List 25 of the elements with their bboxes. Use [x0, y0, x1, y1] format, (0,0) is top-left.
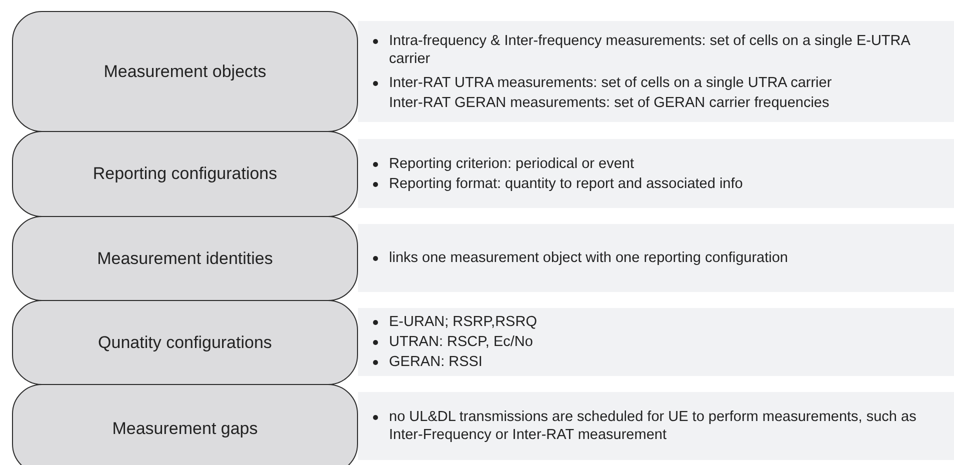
description-panel: [358, 21, 954, 122]
category-label: Measurement objects: [104, 62, 266, 82]
category-box: [12, 216, 358, 301]
bullet-text: Intra-frequency & Inter-frequency measurements: set of cells on a single E-UTRA carrier: [389, 32, 910, 66]
bullet-text: Inter-RAT UTRA measurements: set of cells on a single UTRA carrier: [389, 74, 832, 90]
description-panel: [358, 308, 954, 376]
description-panel: [358, 224, 954, 292]
category-box: [12, 11, 358, 132]
description-panel: [358, 392, 954, 460]
category-label: Reporting configurations: [92, 164, 278, 184]
description-panel: [358, 139, 954, 208]
bullet-text: UTRAN: RSCP, Ec/No: [389, 334, 533, 350]
bullet-text: no UL&DL transmissions are scheduled for UE to perform measurements, such as Inter-Frequency or Inter-RAT measurement: [389, 409, 916, 443]
category-label: Measurement gaps: [112, 419, 258, 439]
bullet-text: Reporting format: quantity to report and associated info: [389, 176, 743, 192]
bullet-text: E-URAN; RSRP,RSRQ: [389, 314, 537, 330]
bullet-text: Reporting criterion: periodical or event: [389, 156, 634, 172]
category-label: Measurement identities: [97, 248, 273, 268]
category-box: [12, 300, 358, 385]
category-box: [12, 384, 358, 465]
category-label: Qunatity configurations: [98, 332, 272, 352]
category-box: [12, 131, 358, 217]
bullet-text: Inter-RAT GERAN measurements: set of GERAN carrier frequencies: [389, 94, 830, 110]
bullet-text: links one measurement object with one reporting configuration: [389, 250, 788, 266]
bullet-text: GERAN: RSSI: [389, 354, 482, 370]
